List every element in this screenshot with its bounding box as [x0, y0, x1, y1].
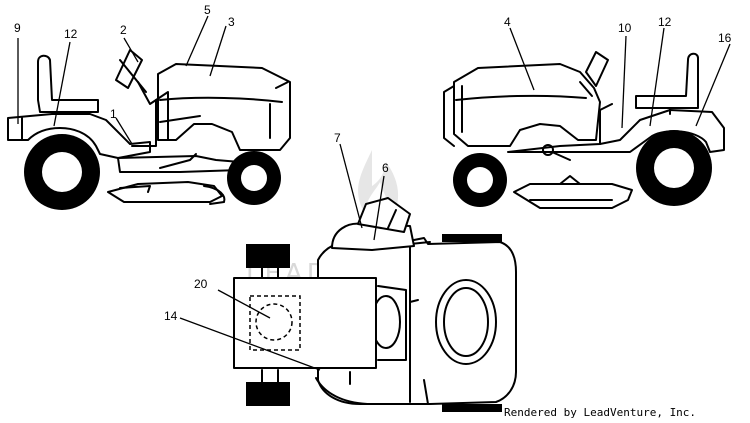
- label-10: 10: [618, 21, 632, 35]
- label-5: 5: [204, 3, 211, 17]
- label-14: 14: [164, 309, 178, 323]
- part-labels: 9 12 2 5 3 1 4 10 12 16 7 6 20 14: [14, 3, 732, 323]
- label-3: 3: [228, 15, 235, 29]
- tractor-left-side-view: [7, 49, 291, 210]
- credit-text: Rendered by LeadVenture, Inc.: [504, 406, 696, 419]
- tractor-top-view: [233, 197, 517, 412]
- label-2: 2: [120, 23, 127, 37]
- label-9: 9: [14, 21, 21, 35]
- label-20: 20: [194, 277, 208, 291]
- label-12-left: 12: [64, 27, 78, 41]
- label-12-right: 12: [658, 15, 672, 29]
- label-1: 1: [110, 107, 117, 121]
- label-6: 6: [382, 161, 389, 175]
- tractor-right-side-view: [443, 51, 725, 209]
- label-16: 16: [718, 31, 732, 45]
- leader-lines: [17, 15, 731, 371]
- label-4: 4: [504, 15, 511, 29]
- label-7: 7: [334, 131, 341, 145]
